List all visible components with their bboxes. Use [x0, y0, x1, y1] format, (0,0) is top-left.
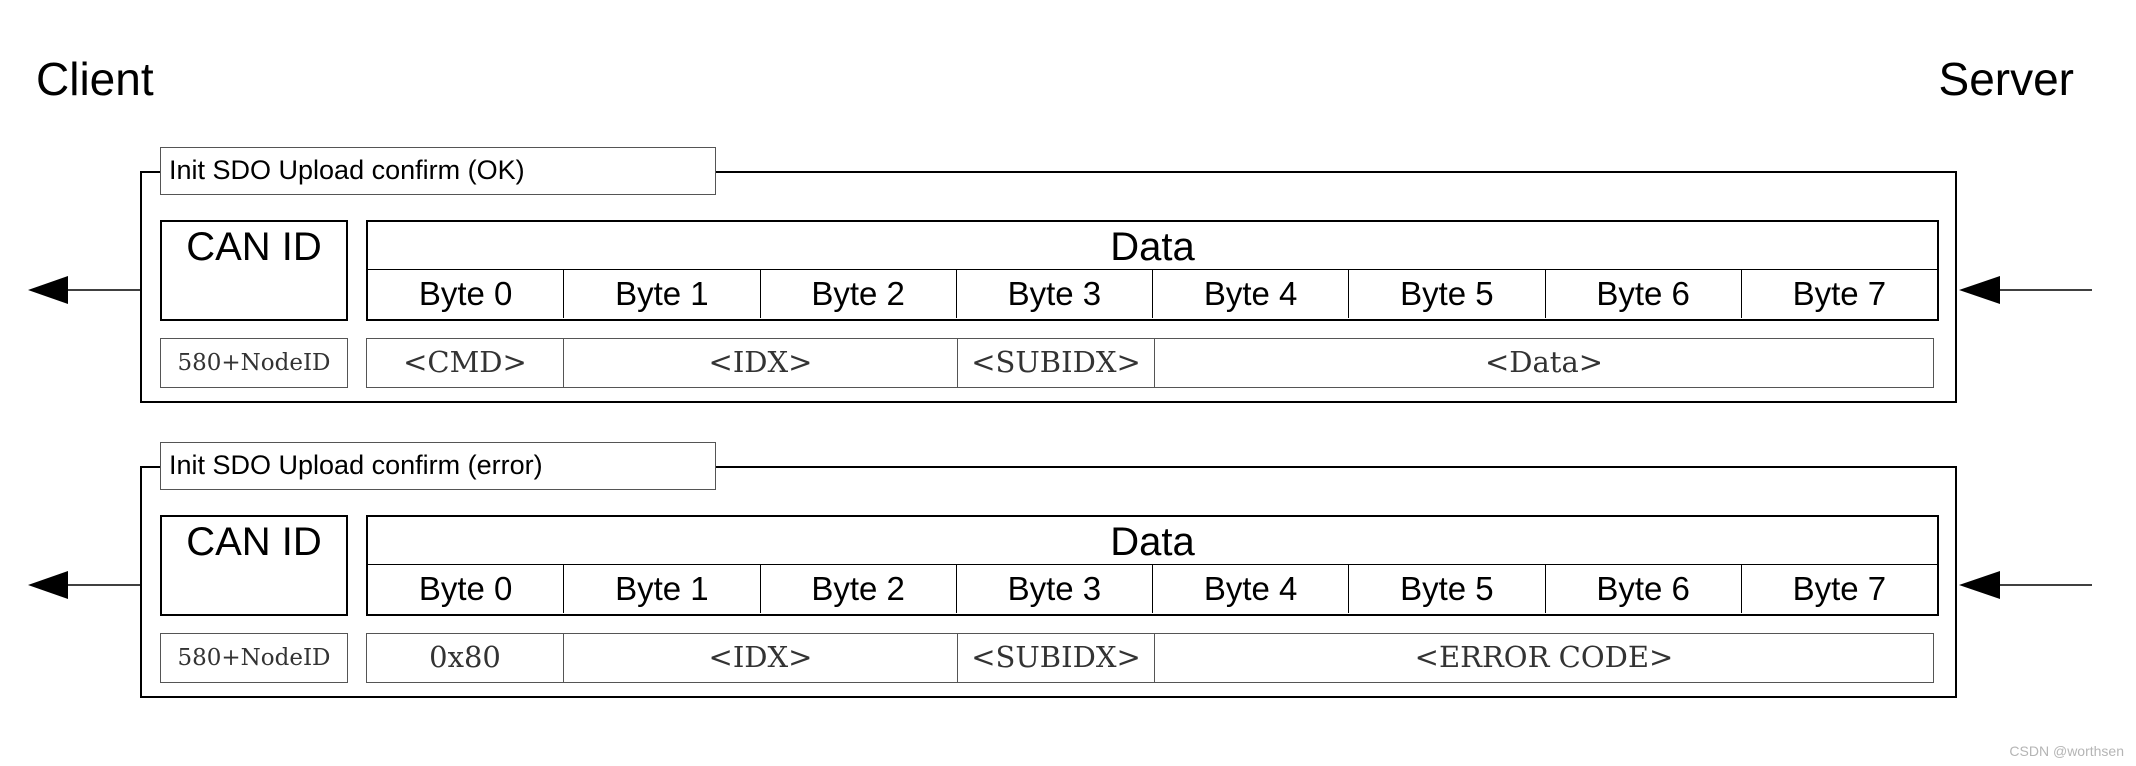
node-id-value: 580+NodeID	[160, 633, 348, 683]
client-label: Client	[36, 53, 154, 105]
byte-2-header: Byte 2	[759, 270, 956, 318]
server-arrowhead-icon	[1959, 571, 2000, 599]
section-title: Init SDO Upload confirm (error)	[160, 442, 716, 490]
watermark: CSDN @worthsen	[2009, 743, 2124, 759]
byte-3-header: Byte 3	[955, 565, 1152, 613]
byte-0-header: Byte 0	[418, 570, 513, 607]
client-arrowhead-icon	[28, 276, 68, 304]
data-bytes-table: Data Byte 0 Byte 1 Byte 2 Byte 3 Byte 4 …	[366, 515, 1939, 616]
byte-6-header: Byte 6	[1544, 270, 1741, 318]
cmd-value: 0x80	[429, 640, 501, 674]
byte-4-header: Byte 4	[1152, 565, 1348, 613]
byte-0-header: Byte 0	[418, 275, 513, 312]
byte-1-header: Byte 1	[563, 270, 759, 318]
byte-values-row: 0x80 <IDX> <SUBIDX> <ERROR CODE>	[366, 633, 1934, 683]
sdo-upload-confirm-ok-frame: Init SDO Upload confirm (OK) CAN ID Data…	[0, 145, 2136, 435]
arrow-layer	[28, 276, 2092, 304]
byte-5-header: Byte 5	[1348, 565, 1544, 613]
can-id-header: CAN ID	[160, 220, 348, 321]
can-id-header: CAN ID	[160, 515, 348, 616]
cmd-value: <CMD>	[403, 345, 527, 379]
subidx-value: <SUBIDX>	[957, 634, 1154, 682]
section-title: Init SDO Upload confirm (OK)	[160, 147, 716, 195]
byte-3-header: Byte 3	[955, 270, 1152, 318]
byte-1-header: Byte 1	[563, 565, 759, 613]
byte-7-header: Byte 7	[1740, 270, 1937, 318]
message-frame	[140, 171, 1957, 403]
node-id-value: 580+NodeID	[160, 338, 348, 388]
byte-6-header: Byte 6	[1544, 565, 1741, 613]
byte-header-row: Byte 0 Byte 1 Byte 2 Byte 3 Byte 4 Byte …	[368, 270, 1937, 318]
data-header: Data	[368, 222, 1937, 270]
server-label: Server	[1938, 53, 2074, 105]
byte-5-header: Byte 5	[1348, 270, 1544, 318]
sdo-upload-confirm-error-frame: Init SDO Upload confirm (error) CAN ID D…	[0, 440, 2136, 730]
byte-header-row: Byte 0 Byte 1 Byte 2 Byte 3 Byte 4 Byte …	[368, 565, 1937, 613]
data-header: Data	[368, 517, 1937, 565]
byte-7-header: Byte 7	[1740, 565, 1937, 613]
byte-4-header: Byte 4	[1152, 270, 1348, 318]
error-code-value: <ERROR CODE>	[1154, 634, 1933, 682]
server-arrowhead-icon	[1959, 276, 2000, 304]
data-value: <Data>	[1154, 339, 1933, 387]
idx-value: <IDX>	[563, 634, 957, 682]
byte-2-header: Byte 2	[759, 565, 956, 613]
byte-values-row: <CMD> <IDX> <SUBIDX> <Data>	[366, 338, 1934, 388]
client-arrowhead-icon	[28, 571, 68, 599]
idx-value: <IDX>	[563, 339, 957, 387]
data-bytes-table: Data Byte 0 Byte 1 Byte 2 Byte 3 Byte 4 …	[366, 220, 1939, 321]
message-frame	[140, 466, 1957, 698]
subidx-value: <SUBIDX>	[957, 339, 1154, 387]
arrow-layer	[28, 571, 2092, 599]
